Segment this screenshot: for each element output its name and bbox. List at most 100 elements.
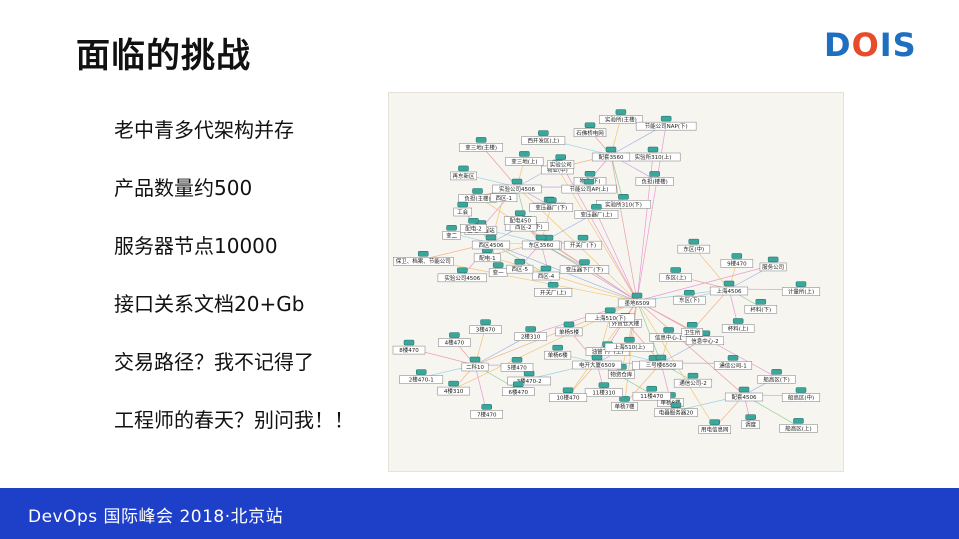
leaf-switch-node: 配电-2 <box>460 218 487 233</box>
hub-switch-node: 电开大厦6509 <box>572 354 622 370</box>
svg-text:变三地(上): 变三地(上) <box>511 157 537 165</box>
svg-text:负担(楼楼): 负担(楼楼) <box>642 177 668 185</box>
leaf-switch-node: 工会 <box>453 201 472 217</box>
svg-text:配电-2: 配电-2 <box>465 224 481 232</box>
leaf-switch-node: 10楼470 <box>548 387 588 402</box>
svg-text:配电-1: 配电-1 <box>479 254 495 262</box>
topology-link <box>610 154 638 302</box>
svg-text:上海510(上): 上海510(上) <box>614 343 645 351</box>
topology-link <box>693 246 730 290</box>
leaf-switch-node: 船高区(下) <box>757 369 796 384</box>
svg-text:变压器下厂(下): 变压器下厂(下) <box>566 266 603 274</box>
leaf-switch-node: 上海510(下) <box>585 307 635 323</box>
leaf-switch-node: 船高区(中) <box>781 387 821 402</box>
leaf-switch-node: 变压器下厂(下) <box>559 259 610 274</box>
leaf-switch-node: 4楼470 <box>438 332 471 347</box>
svg-text:2楼310: 2楼310 <box>521 333 541 341</box>
svg-text:西区-4: 西区-4 <box>538 273 555 280</box>
leaf-switch-node: 11楼470 <box>632 385 671 401</box>
svg-text:变一: 变一 <box>493 269 505 277</box>
leaf-switch-node: 变二 <box>442 225 461 240</box>
svg-text:8楼470: 8楼470 <box>399 346 419 354</box>
topology-link <box>480 145 518 188</box>
leaf-switch-node: 单杨7楼 <box>611 396 638 411</box>
svg-text:西区-2: 西区-2 <box>515 224 531 231</box>
svg-text:调度: 调度 <box>745 421 757 429</box>
bullet-item: 服务器节点10000 <box>114 234 278 258</box>
svg-text:5楼470: 5楼470 <box>507 363 527 371</box>
leaf-switch-node: 变压器厂(下) <box>529 197 574 212</box>
svg-text:东区(下): 东区(下) <box>679 296 700 304</box>
svg-text:石佛桥电网: 石佛桥电网 <box>576 129 604 137</box>
svg-text:计量所(上): 计量所(上) <box>788 288 814 296</box>
leaf-switch-node: 单杨5楼 <box>555 321 583 337</box>
svg-text:墨地6509: 墨地6509 <box>625 299 650 307</box>
leaf-switch-node: 7楼470 <box>470 404 503 419</box>
leaf-switch-node: 船高区(上) <box>779 418 818 433</box>
svg-text:西区-1: 西区-1 <box>496 195 512 202</box>
leaf-switch-node: 实验所(主楼) <box>599 109 643 124</box>
svg-text:配套4506: 配套4506 <box>732 393 757 401</box>
svg-text:7楼470: 7楼470 <box>477 410 497 418</box>
leaf-switch-node: 调度 <box>741 414 760 429</box>
leaf-switch-node: 2楼470-1 <box>399 369 444 384</box>
hub-switch-node: 西区4506 <box>471 234 511 250</box>
hub-switch-node: 二科10 <box>461 356 489 372</box>
svg-text:单杨6楼: 单杨6楼 <box>548 351 568 359</box>
svg-text:西开发区(上): 西开发区(上) <box>527 137 559 145</box>
leaf-switch-node: 6楼470 <box>502 381 535 397</box>
svg-text:西区4506: 西区4506 <box>479 242 504 249</box>
svg-text:开关厂(上): 开关厂(上) <box>540 288 566 296</box>
svg-text:船高区(上): 船高区(上) <box>785 424 811 432</box>
svg-text:信息中心-1: 信息中心-1 <box>655 333 682 341</box>
leaf-switch-node: 卫生所 <box>681 322 703 337</box>
svg-text:单杨7楼: 单杨7楼 <box>615 402 635 410</box>
bullet-item: 接口关系文档20+Gb <box>114 292 305 316</box>
leaf-switch-node: 4楼310 <box>437 380 470 396</box>
leaf-switch-node: 节能公司AP(上) <box>561 178 617 194</box>
svg-text:服务公司: 服务公司 <box>762 263 784 271</box>
leaf-switch-node: 实验公司 <box>547 154 575 169</box>
leaf-switch-node: 电器服务器20 <box>654 402 698 417</box>
svg-text:单杨5楼: 单杨5楼 <box>559 328 579 336</box>
svg-text:工会: 工会 <box>457 208 469 216</box>
leaf-switch-node: 再东新区 <box>450 165 477 181</box>
svg-text:变三地(主楼): 变三地(主楼) <box>465 143 497 151</box>
svg-text:二科10: 二科10 <box>466 363 484 371</box>
svg-text:油管下厂(上): 油管下厂(上) <box>592 348 624 356</box>
leaf-switch-node: 节能公司NAP(下) <box>635 115 697 131</box>
bullet-list: 老中青多代架构并存 产品数量约500 服务器节点10000 接口关系文档20+G… <box>114 116 354 464</box>
svg-text:负担(主楼): 负担(主楼) <box>464 195 490 203</box>
svg-text:卫生所: 卫生所 <box>684 328 701 336</box>
hub-switch-node: 东区3560 <box>521 234 561 250</box>
leaf-switch-node: 负担(主楼) <box>458 188 497 203</box>
leaf-switch-node: 变一 <box>488 262 508 277</box>
svg-text:3楼470: 3楼470 <box>476 326 496 334</box>
leaf-switch-node: 变三地(上) <box>505 151 544 166</box>
topology-link <box>624 300 638 405</box>
svg-text:4楼470: 4楼470 <box>445 339 465 347</box>
leaf-switch-node: 变三地(主楼) <box>459 137 503 152</box>
footer-bar: DevOps 国际峰会 2018·北京站 <box>0 488 959 539</box>
svg-text:杯料(上): 杯料(上) <box>728 325 749 333</box>
svg-text:船高区(中): 船高区(中) <box>788 394 814 402</box>
svg-text:通信公司-2: 通信公司-2 <box>679 379 706 387</box>
leaf-switch-node: 保卫、档案、节能公司 <box>393 250 454 266</box>
svg-text:再东新区: 再东新区 <box>452 172 475 180</box>
leaf-switch-node: 实验所310(上) <box>625 146 681 162</box>
bullet-item: 交易路径？我不记得了 <box>114 350 314 374</box>
svg-text:变压器厂(下): 变压器厂(下) <box>535 204 567 212</box>
core-switch-node: 墨地6509 <box>617 292 657 308</box>
svg-text:单杨8楼: 单杨8楼 <box>660 398 680 406</box>
svg-text:4楼310: 4楼310 <box>444 387 464 395</box>
leaf-switch-node: 变压器厂(上) <box>574 204 619 219</box>
svg-text:三号楼6509: 三号楼6509 <box>646 361 677 369</box>
svg-text:10楼470: 10楼470 <box>557 394 580 402</box>
leaf-switch-node: 负担(楼楼) <box>635 171 674 186</box>
bullet-item: 工程师的春天？别问我！！ <box>114 408 354 432</box>
leaf-switch-node: 东区(下) <box>673 289 706 305</box>
topology-link <box>596 212 638 302</box>
leaf-switch-node: 用电信息网 <box>698 419 732 434</box>
leaf-switch-node: 服务公司 <box>759 256 787 272</box>
svg-text:变二: 变二 <box>446 231 458 239</box>
